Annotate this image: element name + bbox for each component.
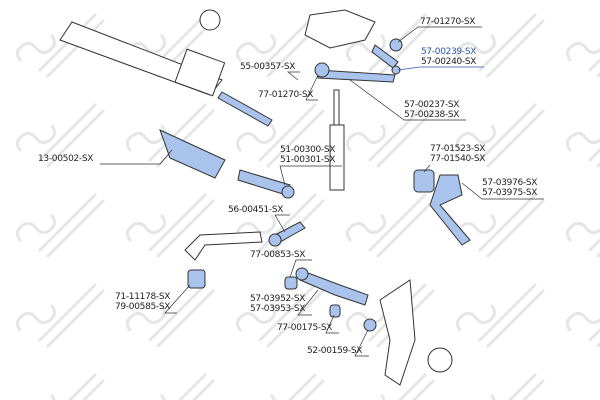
- part-label[interactable]: 77-01270-SX: [420, 17, 475, 27]
- part-number: 13-00502-SX: [38, 154, 94, 164]
- part-label[interactable]: 77-01270-SX: [258, 90, 313, 100]
- steering-knuckle: [379, 279, 453, 386]
- steering-rack: [59, 9, 226, 97]
- leader-lines: [100, 26, 544, 357]
- shock-absorber: [329, 89, 345, 191]
- part-number: 71-11178-SX: [115, 292, 171, 302]
- part-label[interactable]: 77-00853-SX: [250, 250, 305, 260]
- part-number: 77-01540-SX: [430, 154, 486, 164]
- lower-front-arm: [284, 267, 369, 318]
- part-number: 57-00239-SX: [421, 47, 477, 57]
- part-number: 77-00175-SX: [277, 323, 333, 333]
- part-number: 77-01523-SX: [430, 144, 486, 154]
- part-number: 52-00159-SX: [307, 346, 363, 356]
- part-number: 57-00238-SX: [404, 110, 460, 120]
- strut-mount: [304, 9, 376, 49]
- stabilizer-link: [268, 221, 306, 247]
- lower-rear-arm: [413, 169, 471, 246]
- part-number: 77-01270-SX: [420, 17, 476, 27]
- part-number: 51-00300-SX: [280, 145, 336, 155]
- part-number: 77-00853-SX: [250, 250, 306, 260]
- tie-rod-end: [237, 169, 295, 199]
- part-number: 55-00357-SX: [240, 62, 296, 72]
- part-number: 57-03952-SX: [250, 294, 306, 304]
- part-number: 57-03976-SX: [482, 178, 538, 188]
- ball-joint: [363, 318, 377, 332]
- part-number: 57-00240-SX: [421, 57, 477, 67]
- part-number: 57-03975-SX: [482, 188, 538, 198]
- part-number: 57-03953-SX: [250, 304, 306, 314]
- part-number: 56-00451-SX: [228, 205, 284, 215]
- part-label[interactable]: 52-00159-SX: [307, 346, 362, 356]
- part-label[interactable]: 55-00357-SX: [240, 62, 295, 72]
- steering-boot: [159, 129, 226, 179]
- part-label[interactable]: 13-00502-SX: [38, 154, 93, 164]
- part-number: 57-00237-SX: [404, 100, 460, 110]
- stabilizer-bar: [184, 231, 263, 261]
- stabilizer-bushing: [187, 269, 206, 289]
- tie-rod: [217, 91, 273, 127]
- part-label[interactable]: 56-00451-SX: [228, 205, 283, 215]
- part-number: 51-00301-SX: [280, 155, 336, 165]
- part-number: 79-00585-SX: [115, 302, 171, 312]
- part-label[interactable]: 77-00175-SX: [277, 323, 332, 333]
- part-number: 77-01270-SX: [258, 90, 314, 100]
